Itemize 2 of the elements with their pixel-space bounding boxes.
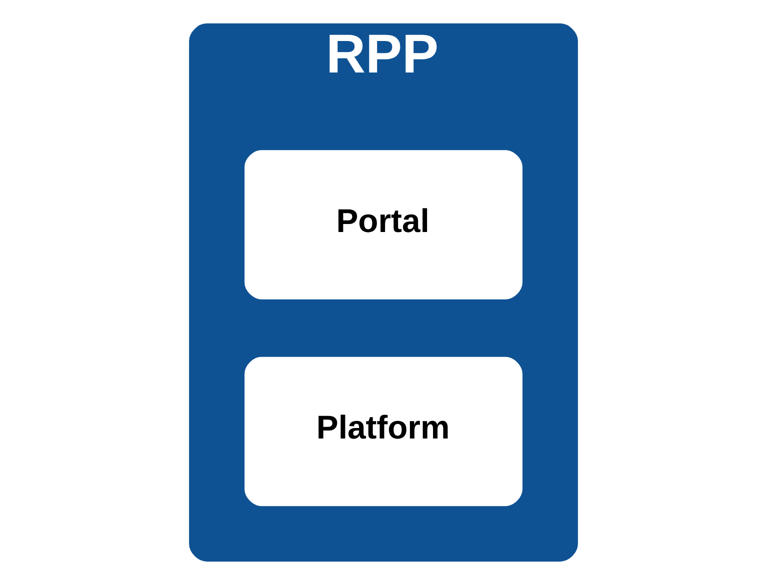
node-box: Portal <box>244 150 522 300</box>
node-box: Platform <box>244 356 522 506</box>
